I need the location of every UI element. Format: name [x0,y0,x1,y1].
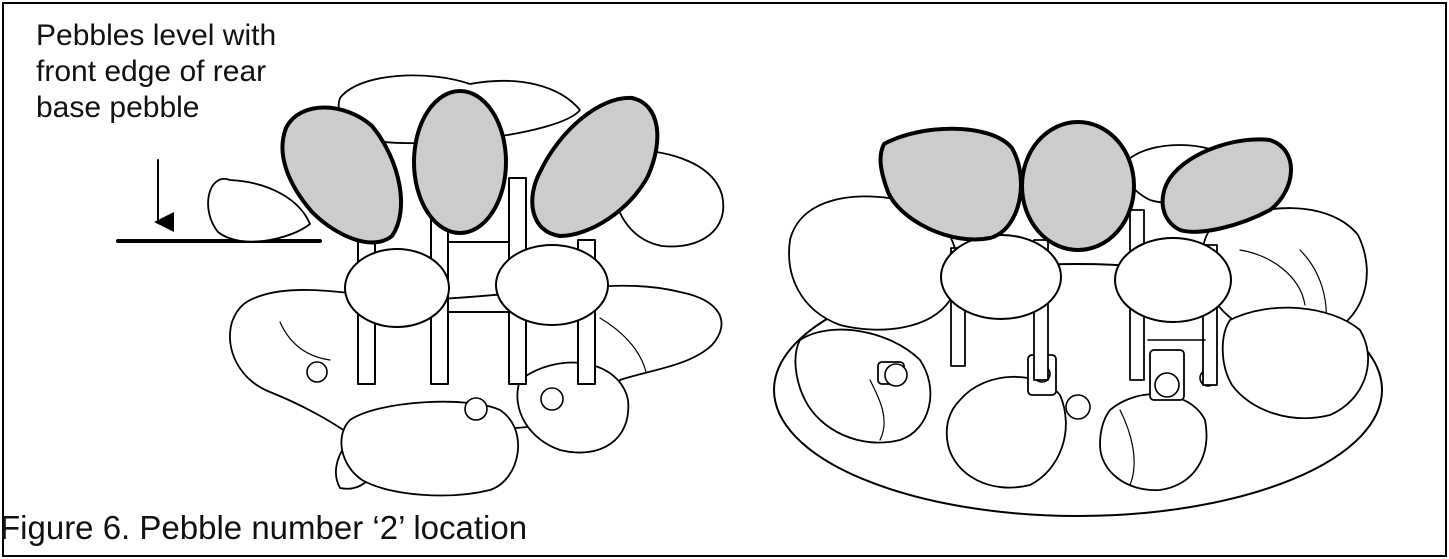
highlighted-pebble-center [1022,122,1134,250]
hole [307,362,327,382]
middle-pebble-left [941,235,1061,319]
base-pebble-front [341,402,518,496]
hole [541,388,563,410]
front-view [118,75,723,495]
base-pebble-right [517,363,628,453]
middle-pebble-right [1115,238,1231,322]
hole [1066,395,1090,419]
middle-pebble-left [345,249,449,327]
hole [885,364,907,386]
perspective-view [774,122,1382,516]
highlighted-pebble-center [414,91,506,233]
figure-caption: Figure 6. Pebble number ‘2’ location [0,508,527,548]
hole [465,398,487,420]
front-base-center-right [1100,394,1207,490]
hole [1155,373,1179,397]
middle-pebble-right [496,245,608,325]
